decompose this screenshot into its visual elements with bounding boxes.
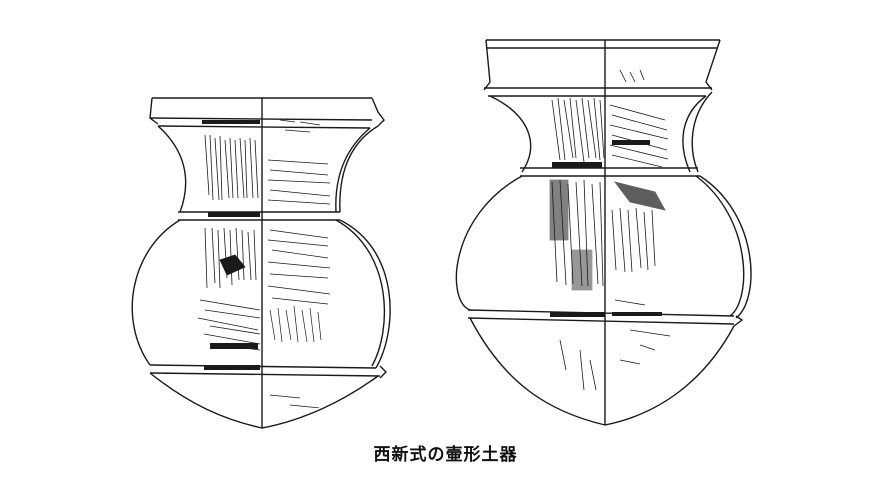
right-jar-texture-left <box>549 97 605 391</box>
right-jar-bands <box>550 140 662 317</box>
left-jar <box>131 97 391 429</box>
right-jar <box>455 39 752 426</box>
right-jar-texture-right <box>609 69 671 365</box>
figure-caption: 西新式の壷形土器 <box>373 445 518 465</box>
left-jar-bands <box>202 120 260 370</box>
left-jar-texture-left <box>197 134 261 351</box>
left-jar-texture-right <box>267 119 331 410</box>
